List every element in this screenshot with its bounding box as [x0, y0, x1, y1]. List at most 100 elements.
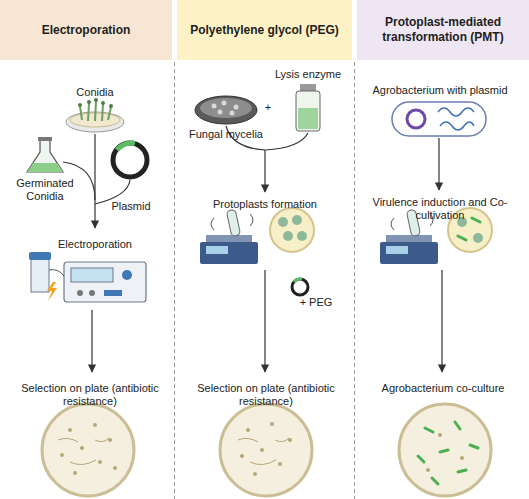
agrobacterium-cell — [407, 110, 425, 128]
selection-plate — [73, 471, 77, 475]
protoplast-view — [283, 231, 293, 241]
header-text: Polyethylene glycol (PEG) — [190, 23, 339, 38]
header-text: Protoplast-mediated transformation (PMT) — [367, 15, 519, 45]
plasmid-icon — [113, 143, 147, 177]
enzyme-bottle — [296, 84, 320, 131]
co-culture-plate — [426, 468, 430, 472]
selection-plate — [253, 472, 257, 476]
shaker — [386, 246, 408, 254]
selection-plate — [240, 454, 244, 458]
conidia-dish — [101, 101, 105, 105]
step-label: Lysis enzyme — [268, 68, 348, 81]
connector-line — [439, 138, 440, 190]
protoplast-view — [278, 217, 288, 227]
plasmid-icon — [117, 143, 135, 150]
column-header: Electroporation — [0, 0, 172, 60]
column-divider — [175, 62, 355, 499]
connector-line — [438, 138, 439, 190]
plasmid-icon — [292, 279, 308, 295]
cuvette — [29, 252, 51, 260]
mycelia-dish — [218, 110, 223, 115]
agrobacterium-cell — [392, 102, 486, 136]
co-culture-view — [458, 236, 466, 240]
connector-line — [264, 150, 265, 192]
connector-line — [264, 270, 265, 372]
co-culture-plate — [432, 478, 438, 484]
step-label: Agrobacterium with plasmid — [355, 84, 525, 97]
electroporator — [71, 268, 113, 282]
column-divider — [174, 62, 175, 499]
electroporator — [77, 290, 83, 296]
selection-plate — [68, 428, 72, 432]
co-culture-plate — [425, 428, 433, 432]
mycelia-dish — [200, 98, 252, 118]
selection-plate — [220, 404, 312, 496]
protoplast-view — [270, 208, 314, 252]
protoplast-view — [292, 215, 302, 225]
electroporator — [89, 290, 95, 296]
connector-line — [441, 270, 442, 372]
conidia-dish — [95, 101, 96, 121]
step-label: Selection on plate (antibiotic resistanc… — [186, 382, 346, 408]
step-label: Conidia — [55, 86, 135, 99]
co-culture-plate — [399, 404, 491, 496]
electroporator — [49, 270, 64, 276]
selection-plate — [220, 404, 312, 496]
co-culture-plate — [458, 470, 466, 472]
step-label: Protoplasts formation — [195, 198, 335, 211]
mycelia-dish — [234, 105, 239, 110]
agrobacterium-cell — [438, 108, 474, 130]
mycelia-dish — [222, 101, 227, 106]
step-label: Electroporation — [40, 238, 150, 251]
agrobacterium-cell — [392, 102, 486, 136]
step-label: Agrobacterium co-culture — [358, 382, 528, 395]
shaker — [200, 209, 258, 264]
plasmid-icon — [113, 143, 147, 177]
shaker — [206, 235, 252, 242]
selection-plate — [270, 422, 274, 426]
electroporator — [122, 270, 132, 280]
selection-plate — [260, 448, 264, 452]
selection-plate — [98, 460, 102, 464]
co-culture-plate — [440, 450, 448, 452]
connector-line — [92, 310, 93, 372]
flask — [38, 137, 52, 141]
co-culture-plate — [455, 422, 460, 429]
selection-plate — [60, 453, 64, 457]
step-label: + PEG — [291, 296, 341, 309]
electroporator — [49, 262, 146, 302]
selection-plate — [93, 423, 97, 427]
connector-line — [265, 133, 308, 150]
shaker — [206, 246, 228, 254]
electroporator — [64, 262, 146, 302]
co-culture-view — [472, 218, 480, 222]
connector-line — [91, 310, 92, 372]
step-label: Virulence induction and Co-cultivation — [355, 196, 525, 222]
mycelia-dish — [230, 111, 235, 116]
co-culture-plate — [418, 456, 424, 462]
plasmid-icon — [294, 279, 302, 282]
flask — [27, 163, 63, 172]
flask — [27, 137, 63, 172]
conidia-dish — [108, 107, 111, 120]
selection-plate — [58, 438, 109, 465]
conidia-dish — [87, 100, 91, 104]
column-divider — [354, 62, 355, 499]
mycelia-dish — [195, 96, 257, 124]
shaker — [386, 235, 432, 242]
protoplast-view — [297, 231, 307, 241]
header-text: Electroporation — [42, 23, 131, 38]
step-label: Plasmid — [101, 200, 161, 213]
protoplast-view — [270, 208, 314, 252]
shaker — [211, 214, 253, 230]
enzyme-bottle — [298, 108, 318, 129]
electroporator — [104, 290, 122, 296]
co-culture-plate — [399, 404, 491, 496]
cuvette — [29, 252, 57, 301]
flask — [27, 140, 63, 172]
column-header: Polyethylene glycol (PEG) — [177, 0, 352, 60]
plasmid-icon — [292, 279, 308, 295]
step-label: Fungal mycelia — [181, 128, 271, 141]
selection-plate — [238, 438, 289, 465]
